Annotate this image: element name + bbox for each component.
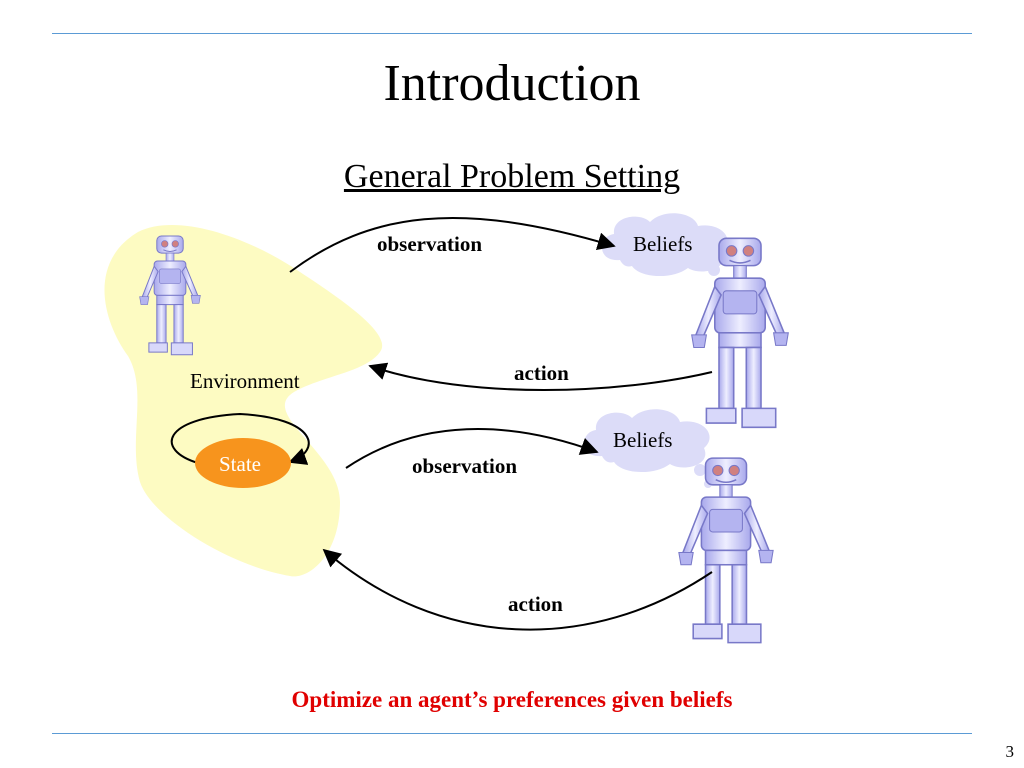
slide-title: Introduction bbox=[383, 55, 641, 112]
observation-arrow-top bbox=[289, 216, 616, 273]
slide-subtitle: General Problem Setting bbox=[343, 158, 681, 195]
state-node bbox=[195, 438, 291, 488]
action-arrow-bottom bbox=[322, 548, 713, 631]
action-label-top: action bbox=[514, 361, 569, 385]
state-label: State bbox=[219, 452, 261, 476]
environment-region bbox=[104, 225, 383, 577]
agent-robot-icon bbox=[677, 457, 775, 644]
environment-label: Environment bbox=[190, 369, 300, 393]
beliefs-label-bottom: Beliefs bbox=[613, 428, 673, 452]
observation-arrow-bottom bbox=[345, 428, 599, 469]
state-self-loop bbox=[170, 412, 310, 465]
observation-label-bottom: observation bbox=[412, 454, 517, 478]
page-number: 3 bbox=[1005, 742, 1015, 761]
bottom-rule bbox=[52, 733, 972, 734]
key-statement: Optimize an agent’s preferences given be… bbox=[291, 687, 733, 712]
action-label-bottom: action bbox=[508, 592, 563, 616]
observation-label-top: observation bbox=[377, 232, 482, 256]
top-rule bbox=[52, 33, 972, 34]
action-arrow-top bbox=[368, 362, 713, 391]
beliefs-label-top: Beliefs bbox=[633, 232, 693, 256]
